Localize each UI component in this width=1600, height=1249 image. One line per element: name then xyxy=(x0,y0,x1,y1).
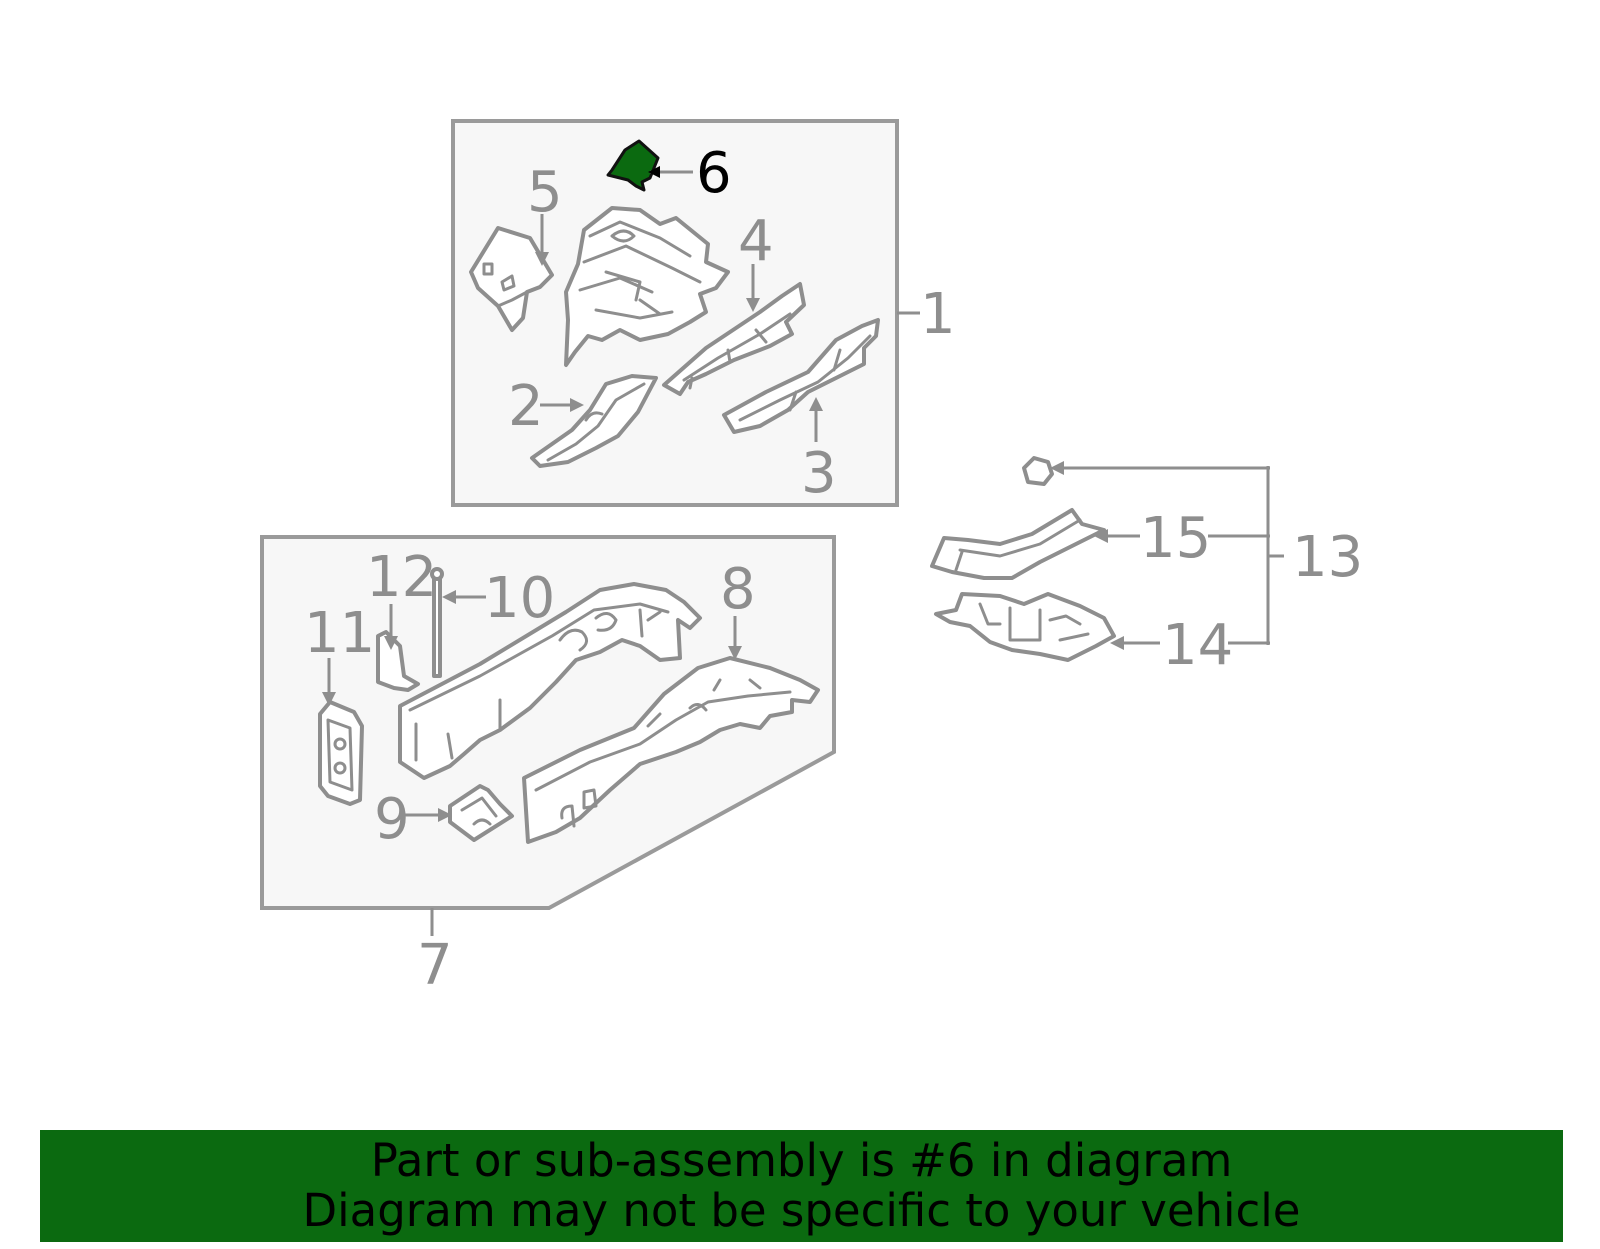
callout-14: 14 xyxy=(1162,613,1233,678)
callout-11: 11 xyxy=(304,601,375,666)
callout-12: 12 xyxy=(366,545,437,610)
callout-6: 6 xyxy=(696,141,732,206)
part-8[interactable] xyxy=(522,656,820,844)
banner-line-1: Part or sub-assembly is #6 in diagram xyxy=(370,1134,1233,1187)
main-assembly-panel[interactable] xyxy=(564,206,730,367)
part-3[interactable] xyxy=(722,318,880,434)
callout-2: 2 xyxy=(508,374,544,439)
callout-15: 15 xyxy=(1140,506,1211,571)
banner-line-2: Diagram may not be specific to your vehi… xyxy=(302,1184,1301,1237)
part-14[interactable] xyxy=(934,592,1116,662)
callout-7: 7 xyxy=(417,933,453,998)
part-rear-rail-left[interactable] xyxy=(398,582,702,780)
callout-9: 9 xyxy=(374,787,410,852)
part-11[interactable] xyxy=(318,700,364,806)
part-6-highlighted[interactable] xyxy=(606,139,660,192)
callout-13: 13 xyxy=(1292,525,1363,590)
callout-10: 10 xyxy=(484,566,555,631)
info-banner: Part or sub-assembly is #6 in diagram Di… xyxy=(40,1130,1563,1242)
callout-3: 3 xyxy=(801,441,837,506)
part-10[interactable] xyxy=(432,574,442,678)
part-nut[interactable] xyxy=(1022,456,1054,486)
part-15[interactable] xyxy=(930,508,1106,580)
callout-8: 8 xyxy=(720,557,756,622)
part-9[interactable] xyxy=(448,784,514,842)
part-2[interactable] xyxy=(530,374,658,468)
callout-5: 5 xyxy=(527,160,563,225)
callout-4: 4 xyxy=(738,209,774,274)
callout-1: 1 xyxy=(920,282,956,347)
